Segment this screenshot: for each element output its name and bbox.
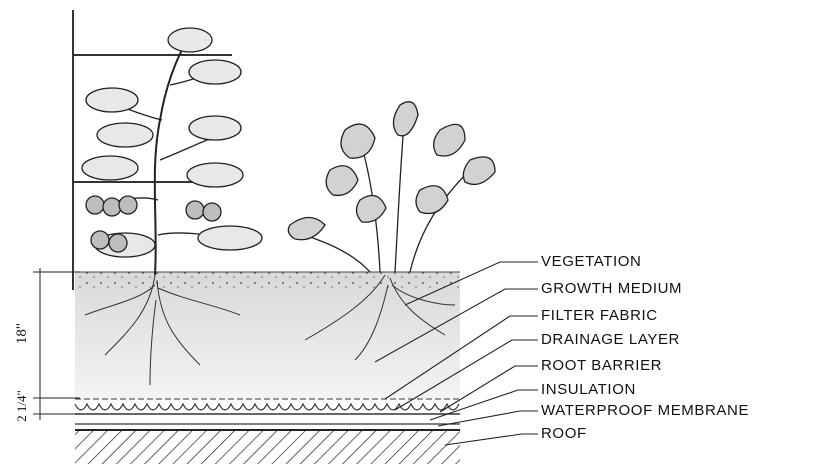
label-vegetation: VEGETATION <box>541 253 641 270</box>
label-root-barrier: ROOT BARRIER <box>541 357 662 374</box>
dimension-lines <box>33 268 80 420</box>
label-drainage-layer: DRAINAGE LAYER <box>541 331 680 348</box>
dimension-medium-depth: 18" <box>14 323 31 344</box>
dimension-drainage-depth: 2 1/4" <box>14 390 30 422</box>
drainage-layer <box>75 404 459 410</box>
soil-surface <box>75 272 460 290</box>
leafy-plant <box>288 102 495 272</box>
roof-layer <box>75 430 460 464</box>
label-insulation: INSULATION <box>541 381 636 398</box>
label-roof: ROOF <box>541 425 587 442</box>
label-waterproof-membrane: WATERPROOF MEMBRANE <box>541 402 749 419</box>
label-filter-fabric: FILTER FABRIC <box>541 307 658 324</box>
label-growth-medium: GROWTH MEDIUM <box>541 280 682 297</box>
growth-medium <box>75 272 460 398</box>
tomato-plant <box>82 28 262 275</box>
